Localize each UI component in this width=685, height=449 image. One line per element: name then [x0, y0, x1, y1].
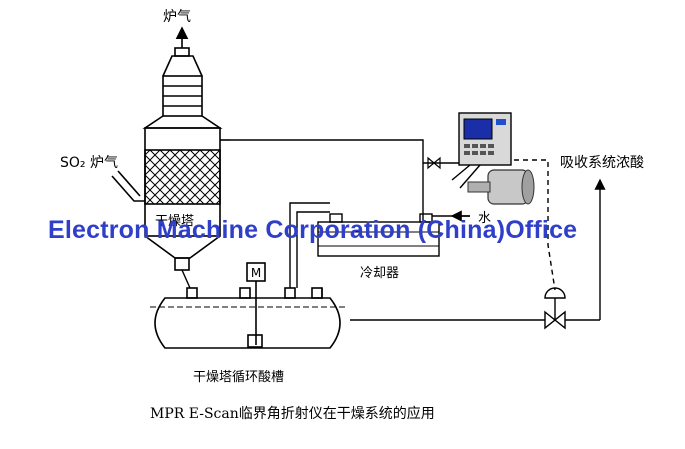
control-valve-icon [544, 310, 566, 330]
tank-nozzle-2 [284, 287, 296, 299]
return-line [321, 288, 545, 321]
watermark: Electron Machine Corporation (China)Offi… [48, 216, 578, 244]
signal-line [514, 159, 556, 291]
tower-packing [144, 149, 221, 205]
cooler-to-tower-pipe [230, 139, 424, 222]
tank-nozzle-3 [311, 287, 323, 299]
water-label: 水 [478, 211, 492, 226]
tower-top-cone [162, 55, 203, 77]
absorption-acid-label: 吸收系统浓酸 [560, 155, 644, 171]
valve-actuator-icon [544, 287, 566, 299]
tower-bottom-nozzle [174, 257, 190, 271]
circulation-tank-label: 干燥塔循环酸槽 [193, 370, 285, 385]
drying-tower [111, 26, 230, 271]
tower-outlet-nozzle [174, 47, 190, 57]
so2-furnace-gas-label: SO₂ 炉气 [60, 155, 118, 171]
refractometer-controller [451, 112, 512, 189]
tank-nozzle-1 [186, 287, 198, 299]
pump-to-cooler-pipe [289, 202, 330, 288]
cooler-label: 冷却器 [360, 266, 400, 281]
figure-caption: MPR E-Scan临界角折射仪在干燥系统的应用 [150, 406, 435, 422]
so2-inlet-pipe [111, 175, 145, 202]
sensor-probe [467, 181, 491, 193]
small-valve-icon [427, 156, 441, 170]
cooler-shell [317, 221, 440, 257]
tower-to-tank-pipe [181, 269, 191, 289]
refractometer-sensor [467, 169, 535, 205]
piping [181, 139, 606, 330]
tank-body [154, 297, 341, 349]
pump-impeller [247, 334, 263, 348]
acid-tank [150, 262, 345, 349]
controller-screen [463, 118, 493, 140]
motor-label: M [251, 266, 261, 280]
drying-tower-label: 干燥塔 [155, 214, 195, 229]
furnace-gas-label: 炉气 [163, 9, 191, 25]
